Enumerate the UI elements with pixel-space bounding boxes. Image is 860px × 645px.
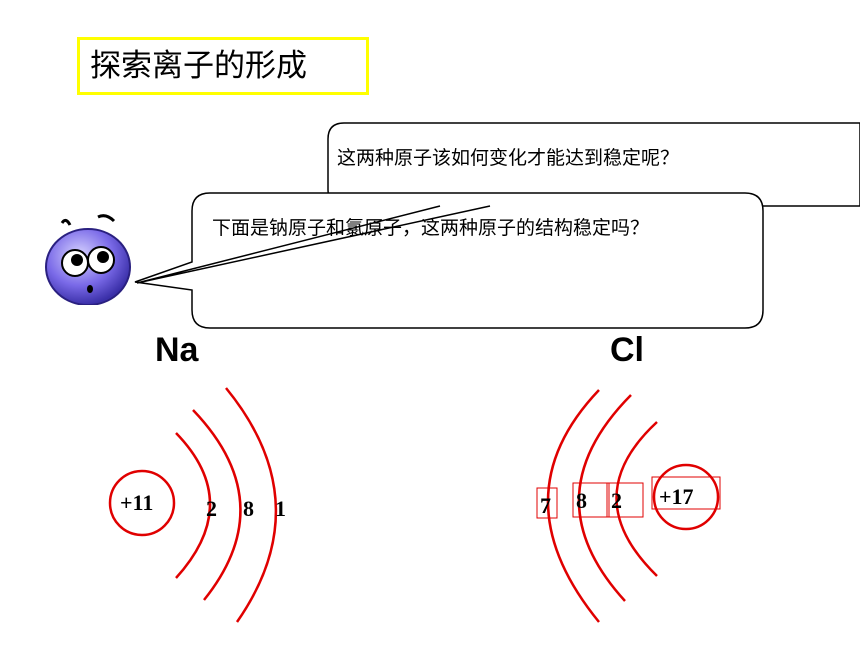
cl-box-17	[651, 476, 721, 510]
cl-shell-outer-count: 7	[540, 493, 551, 518]
cl-shell-middle-count: 8	[576, 488, 587, 513]
question-top-text: 这两种原子该如何变化才能达到稳定呢？	[337, 147, 680, 169]
cl-shell-inner-count: 2	[611, 488, 622, 513]
na-nucleus-circle	[108, 469, 176, 537]
na-shell-1-count: 2	[206, 496, 217, 521]
confused-face-icon	[45, 214, 131, 305]
cl-box-7	[536, 487, 558, 519]
na-shell-2-count: 8	[243, 496, 254, 521]
na-symbol: Na	[155, 331, 199, 369]
cl-shell-2	[577, 394, 632, 602]
cl-nucleus-circle	[652, 463, 720, 531]
cl-shell-3	[546, 389, 600, 623]
cl-nucleus-label: +17	[659, 484, 694, 509]
page-title: 探索离子的形成	[77, 37, 369, 95]
na-shell-3	[225, 387, 278, 623]
cl-shell-1	[615, 421, 658, 577]
speech-pointer-top	[136, 205, 491, 284]
speech-bubble-bottom	[134, 192, 764, 329]
cl-box-2	[606, 482, 644, 518]
na-shell-2	[192, 409, 242, 601]
na-shell-1	[175, 432, 212, 579]
cl-symbol: Cl	[610, 331, 644, 369]
question-bottom-text: 下面是钠原子和氯原子，这两种原子的结构稳定吗？	[212, 217, 650, 239]
na-nucleus-label: +11	[120, 490, 154, 515]
na-shell-3-count: 1	[275, 496, 286, 521]
cl-box-8	[572, 482, 610, 518]
